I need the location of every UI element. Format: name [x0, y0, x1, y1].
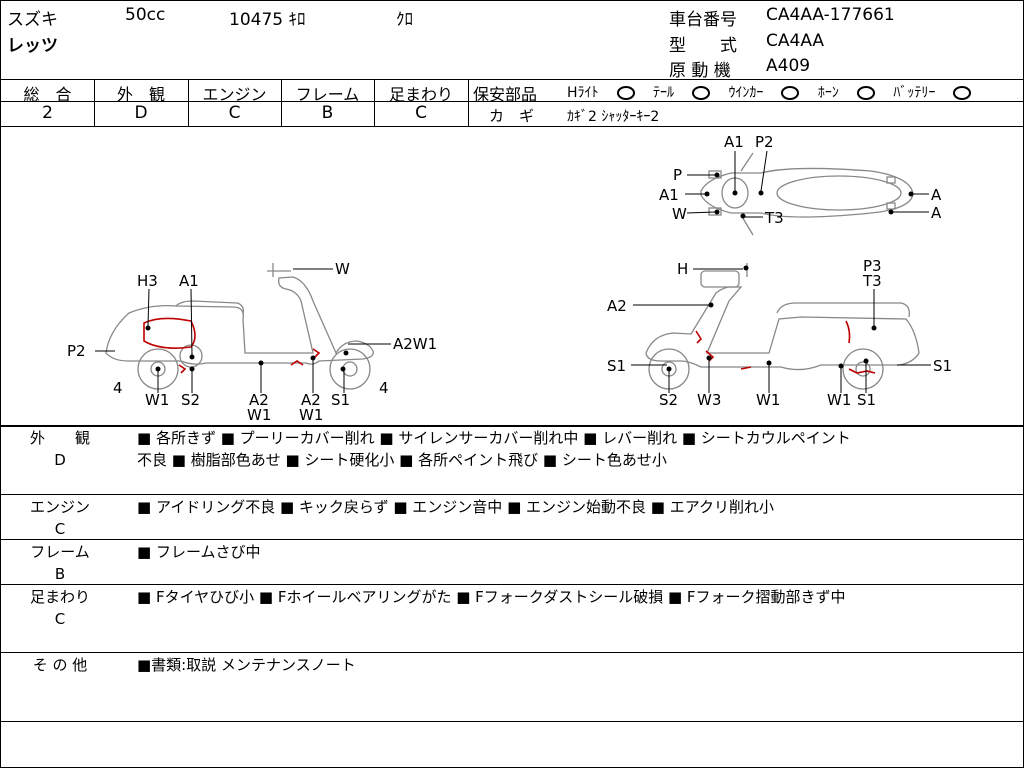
- section-body-suspension: ■ Fタイヤひび小 ■ Fホイールベアリングがた ■ Fフォークダストシール破損…: [137, 588, 846, 606]
- rule: [1, 425, 1023, 427]
- label-left-4a: 4: [113, 379, 123, 397]
- label-top-a1-left: A1: [659, 186, 679, 204]
- grade-label-engine: エンジン: [202, 85, 267, 104]
- safety-item-battery: ﾊﾞｯﾃﾘｰ: [893, 85, 972, 101]
- label-left-a2a: A2: [249, 391, 269, 409]
- rule: [468, 101, 1023, 102]
- rule: [188, 79, 189, 126]
- safety-item-headlight: Hﾗｲﾄ: [567, 85, 635, 101]
- section-body-exterior: ■ 各所きず ■ プーリーカバー削れ ■ サイレンサーカバー削れ中 ■ レバー削…: [137, 429, 851, 469]
- damage-diagram: A1 P2 P A1 W T3 A A H3 A1 W P2 A2W1 4 4 …: [67, 133, 952, 424]
- label-left-w1: W1: [145, 391, 169, 409]
- engine-no: A409: [766, 56, 811, 76]
- ok-circle-icon: [856, 86, 875, 100]
- rule: [1, 652, 1023, 653]
- label-left-h3: H3: [137, 272, 158, 290]
- grade-label-suspension: 足まわり: [388, 85, 453, 104]
- label-top-a1: A1: [724, 133, 744, 151]
- rule: [468, 79, 469, 126]
- leader-lines: [95, 150, 931, 393]
- label-top-a-lower: A: [931, 204, 942, 222]
- grade-label-frame: フレーム: [295, 85, 360, 104]
- label-left-a2w1: A2W1: [393, 335, 437, 353]
- model-type-label: 型 式: [669, 36, 737, 56]
- label-left-s2: S2: [181, 391, 200, 409]
- label-right-s1-left: S1: [607, 357, 626, 375]
- label-top-w: W: [672, 205, 687, 223]
- displacement: 50cc: [125, 5, 166, 25]
- safety-item-horn: ﾎｰﾝ: [818, 85, 875, 101]
- grade-value-engine: C: [228, 103, 241, 123]
- rule: [1, 494, 1023, 495]
- label-left-s1: S1: [331, 391, 350, 409]
- section-body-other: ■書類:取説 メンテナンスノート: [137, 656, 356, 674]
- ok-circle-icon: [953, 86, 972, 100]
- grade-value-frame: B: [321, 103, 334, 123]
- section-label-other: そ の 他: [32, 656, 88, 674]
- section-body-frame: ■ フレームさび中: [137, 543, 261, 561]
- color: ｸﾛ: [396, 10, 413, 30]
- rule: [94, 79, 95, 126]
- safety-item-tail: ﾃｰﾙ: [653, 85, 710, 101]
- grade-label-overall: 総 合: [23, 85, 72, 104]
- label-right-w3: W3: [697, 391, 721, 409]
- frame-no-label: 車台番号: [669, 10, 737, 30]
- label-right-h: H: [677, 260, 688, 278]
- label-right-s2: S2: [659, 391, 678, 409]
- label-top-p2: P2: [755, 133, 774, 151]
- rule: [1, 79, 1023, 80]
- rule: [281, 79, 282, 126]
- label-top-p: P: [673, 166, 682, 184]
- grade-value-suspension: C: [415, 103, 427, 123]
- damage-marks: [143, 317, 876, 374]
- label-left-4b: 4: [379, 379, 389, 397]
- ok-circle-icon: [616, 86, 635, 100]
- label-left-w1b: W1: [299, 406, 323, 424]
- rule: [374, 79, 375, 126]
- scooter-right-view: [645, 263, 920, 390]
- label-right-s1-right: S1: [933, 357, 952, 375]
- label-right-s1-bottom: S1: [857, 391, 876, 409]
- ok-circle-icon: [781, 86, 800, 100]
- label-left-w: W: [335, 260, 350, 278]
- rule: [1, 539, 1023, 540]
- rule: [1, 101, 468, 102]
- rule: [1, 584, 1023, 585]
- label-right-a2: A2: [607, 297, 627, 315]
- label-right-p3: P3: [863, 257, 882, 275]
- ok-circle-icon: [691, 86, 710, 100]
- label-left-p2: P2: [67, 342, 86, 360]
- grade-value-overall: 2: [42, 103, 53, 123]
- rule: [1, 721, 1023, 722]
- safety-item-winker: ｳｲﾝｶｰ: [728, 85, 800, 101]
- key-label: カ ギ: [489, 107, 535, 125]
- model-type: CA4AA: [766, 31, 825, 51]
- section-body-engine: ■ アイドリング不良 ■ キック戻らず ■ エンジン音中 ■ エンジン始動不良 …: [137, 498, 774, 516]
- label-right-w1-mid: W1: [756, 391, 780, 409]
- grade-label-exterior: 外 観: [116, 85, 165, 104]
- key-value: ｶｷﾞ2 ｼｬｯﾀｰｷｰ2: [567, 109, 660, 125]
- rule: [1, 126, 1023, 127]
- engine-no-label: 原 動 機: [669, 61, 731, 81]
- label-right-w1-rear: W1: [827, 391, 851, 409]
- label-right-t3: T3: [862, 272, 882, 290]
- label-top-a-upper: A: [931, 186, 942, 204]
- safety-items: Hﾗｲﾄ ﾃｰﾙ ｳｲﾝｶｰ ﾎｰﾝ ﾊﾞｯﾃﾘｰ: [567, 82, 985, 102]
- grade-value-exterior: D: [134, 103, 148, 123]
- label-left-a2b: A2: [301, 391, 321, 409]
- mileage: 10475 ｷﾛ: [229, 10, 306, 30]
- label-top-t3: T3: [764, 209, 784, 227]
- damage-markers: [145, 172, 914, 372]
- model-name: レッツ: [7, 36, 58, 56]
- label-left-a1: A1: [179, 272, 199, 290]
- frame-no: CA4AA-177661: [766, 5, 895, 25]
- maker: スズキ: [7, 10, 58, 30]
- label-left-w1a: W1: [247, 406, 271, 424]
- safety-label: 保安部品: [473, 85, 538, 104]
